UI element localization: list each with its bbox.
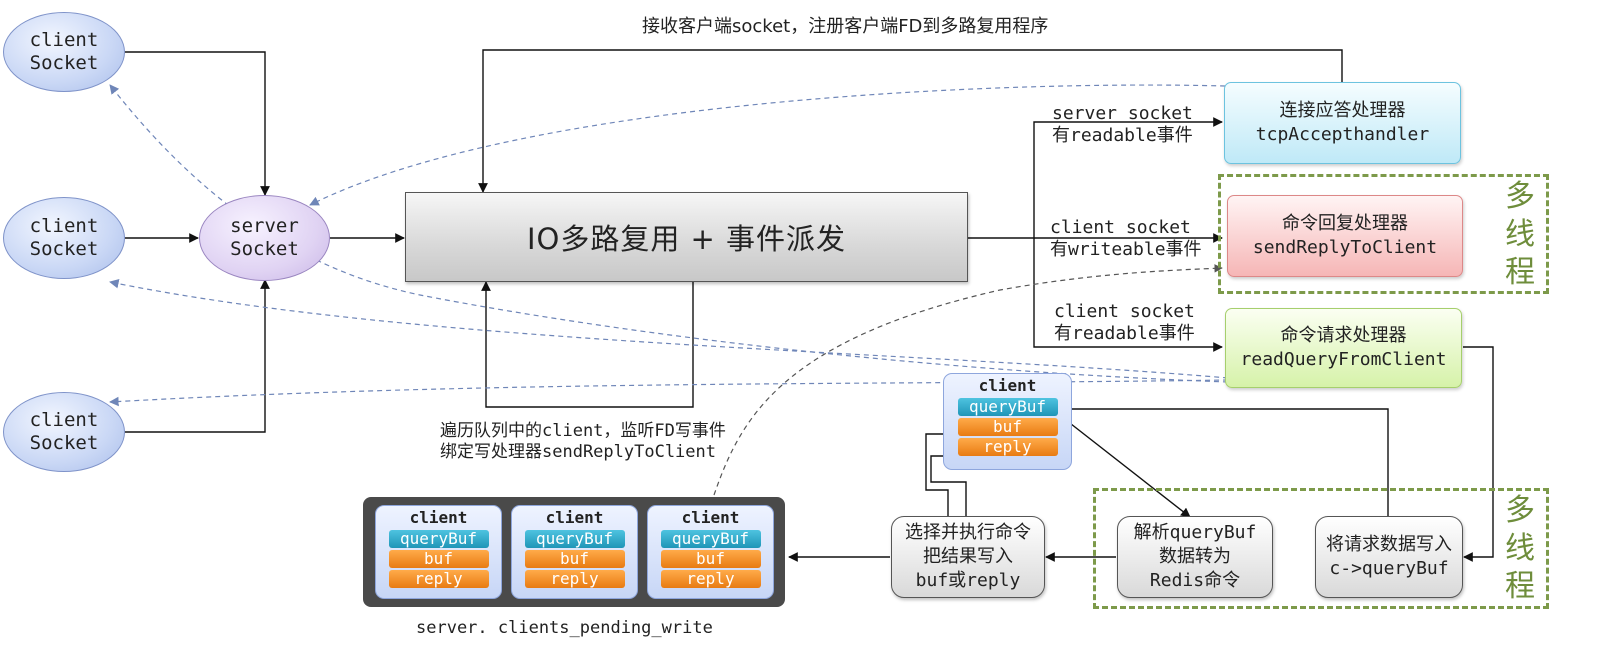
handler-title: 命令请求处理器 xyxy=(1280,325,1407,346)
edge-query-to-write xyxy=(1463,346,1494,562)
buf-field: buf xyxy=(957,418,1058,436)
pending-queue-label: server. clients_pending_write xyxy=(416,618,713,638)
accept-handler: 连接应答处理器 tcpAccepthandler xyxy=(1224,82,1461,164)
buf-field: buf xyxy=(660,550,761,568)
reply-field: reply xyxy=(524,570,625,588)
querybuf-field: queryBuf xyxy=(388,530,489,548)
querybuf-field: queryBuf xyxy=(524,530,625,548)
edge-client3-to-server xyxy=(125,279,270,433)
buf-field: buf xyxy=(524,550,625,568)
client-socket-2: client Socket xyxy=(3,197,125,279)
server-socket-label: server Socket xyxy=(230,215,299,260)
annotation-line: 绑定写处理器sendReplyToClient xyxy=(440,442,716,462)
client-socket-3: client Socket xyxy=(3,392,125,472)
query-handler: 命令请求处理器 readQueryFromClient xyxy=(1225,308,1462,388)
server-socket: server Socket xyxy=(199,195,330,281)
write-querybuf-step: 将请求数据写入 c->queryBuf xyxy=(1315,516,1463,598)
edge-querybuf-parse xyxy=(1056,412,1191,518)
event-line: 有readable事件 xyxy=(1054,323,1195,344)
handler-title: 命令回复处理器 xyxy=(1282,213,1408,234)
client-socket-label: client Socket xyxy=(29,409,99,454)
querybuf-field: queryBuf xyxy=(660,530,761,548)
io-multiplexer-label: IO多路复用 + 事件派发 xyxy=(526,222,847,256)
multithread-group-bottom xyxy=(1093,488,1549,609)
multithread-label-top: 多 线 程 xyxy=(1505,179,1535,290)
buf-field: buf xyxy=(388,550,489,568)
traverse-annotation: 遍历队列中的client，监听FD写事件 绑定写处理器sendReplyToCl… xyxy=(440,421,726,463)
annotation-line: 遍历队列中的client，监听FD写事件 xyxy=(440,421,726,441)
io-multiplexer-box: IO多路复用 + 事件派发 xyxy=(405,192,968,282)
dashed-to-client1 xyxy=(109,84,1229,383)
client-struct-title: client xyxy=(681,508,740,527)
reply-field: reply xyxy=(957,438,1058,456)
step-label: 选择并执行命令 把结果写入 buf或reply xyxy=(905,522,1031,591)
client-struct-title: client xyxy=(545,508,604,527)
edge-traverse-loop xyxy=(481,281,694,408)
edge-mux-to-query xyxy=(1033,238,1223,352)
dashed-accept-to-server xyxy=(309,84,1226,206)
querybuf-field: queryBuf xyxy=(957,398,1058,416)
handler-function: readQueryFromClient xyxy=(1240,349,1447,370)
client-socket-label: client Socket xyxy=(29,215,99,260)
multithread-label-bottom: 多 线 程 xyxy=(1505,493,1535,604)
reply-field: reply xyxy=(660,570,761,588)
event-line: 有writeable事件 xyxy=(1050,239,1202,260)
edge-client1-to-server xyxy=(125,51,270,196)
event-line: server socket xyxy=(1052,103,1193,124)
pending-write-queue: client queryBuf buf reply client queryBu… xyxy=(363,497,785,607)
client-struct-title: client xyxy=(409,508,468,527)
client-struct: client queryBuf buf reply xyxy=(943,373,1072,470)
handler-function: tcpAccepthandler xyxy=(1255,124,1430,145)
execute-command-step: 选择并执行命令 把结果写入 buf或reply xyxy=(891,516,1045,598)
handler-function: sendReplyToClient xyxy=(1252,237,1438,258)
client-struct-title: client xyxy=(978,376,1037,395)
edge-accept-loop xyxy=(478,49,1343,193)
parse-querybuf-step: 解析queryBuf 数据转为 Redis命令 xyxy=(1117,516,1273,598)
event-line: 有readable事件 xyxy=(1052,125,1193,146)
event-line: client socket xyxy=(1050,217,1191,238)
event-server-readable: server socket 有readable事件 xyxy=(1052,103,1193,147)
dashed-pending-to-reply xyxy=(713,264,1223,496)
edge-write-to-querybuf xyxy=(1056,404,1389,516)
multithread-group-top xyxy=(1218,174,1549,294)
accept-loop-annotation: 接收客户端socket，注册客户端FD到多路复用程序 xyxy=(642,16,1049,37)
event-client-readable: client socket 有readable事件 xyxy=(1054,301,1195,345)
handler-title: 连接应答处理器 xyxy=(1279,100,1406,121)
step-label: 解析queryBuf 数据转为 Redis命令 xyxy=(1133,522,1257,591)
edge-execute-to-buf xyxy=(925,429,957,516)
reply-field: reply xyxy=(388,570,489,588)
dashed-to-client3 xyxy=(109,379,1229,407)
event-line: client socket xyxy=(1054,301,1195,322)
edge-execute-to-reply xyxy=(930,451,967,516)
pending-client-3: client queryBuf buf reply xyxy=(647,505,774,599)
client-socket-label: client Socket xyxy=(29,29,99,74)
step-label: 将请求数据写入 c->queryBuf xyxy=(1326,534,1452,579)
pending-client-1: client queryBuf buf reply xyxy=(375,505,502,599)
edge-mux-to-accept xyxy=(968,117,1223,239)
event-client-writeable: client socket 有writeable事件 xyxy=(1050,217,1202,261)
dashed-to-client2 xyxy=(109,279,1229,379)
client-socket-1: client Socket xyxy=(3,12,125,92)
pending-client-2: client queryBuf buf reply xyxy=(511,505,638,599)
reply-handler: 命令回复处理器 sendReplyToClient xyxy=(1227,195,1463,277)
